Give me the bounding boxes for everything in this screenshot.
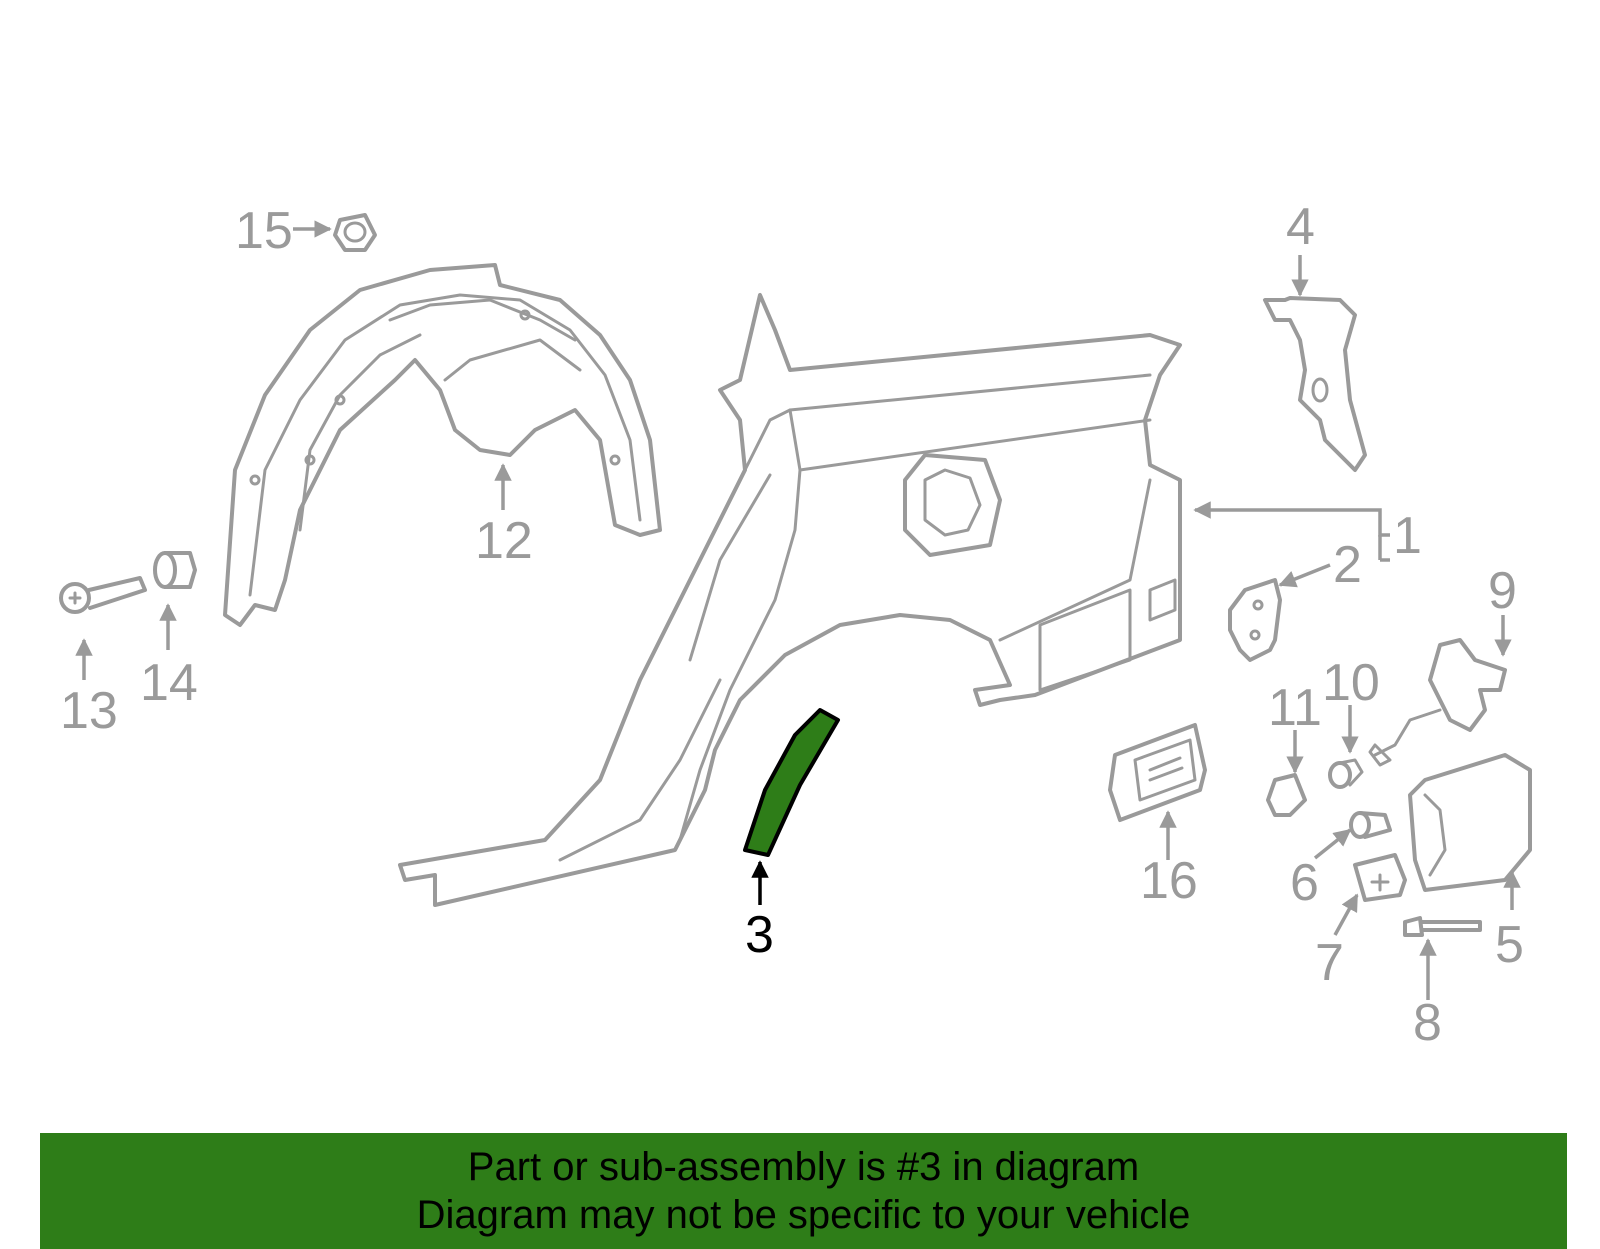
wheel-arch-moulding-part-3 [743, 708, 840, 857]
info-banner: Part or sub-assembly is #3 in diagram Di… [40, 1133, 1567, 1249]
bolt-13-part [59, 576, 147, 614]
callout-11: 11 [1268, 679, 1322, 737]
quarter-panel-part [398, 293, 1182, 907]
callout-14: 14 [140, 654, 198, 712]
callout-7: 7 [1315, 934, 1344, 992]
callout-2: 2 [1333, 536, 1362, 594]
callout-1: 1 [1393, 507, 1422, 565]
callout-5: 5 [1495, 916, 1524, 974]
wheelhouse-liner-part [223, 263, 662, 627]
clip-10-part [1328, 758, 1364, 789]
grommet-14-part [153, 551, 197, 589]
leader-lines [75, 220, 1521, 1000]
bumper-6-part [1349, 811, 1392, 839]
callout-3: 3 [745, 906, 774, 964]
banner-line-part-number: Part or sub-assembly is #3 in diagram [467, 1145, 1140, 1189]
callout-15: 15 [235, 202, 293, 260]
callout-4: 4 [1286, 198, 1315, 256]
hinge-11-part [1266, 773, 1307, 817]
callout-13: 13 [60, 682, 118, 740]
callout-12: 12 [475, 512, 533, 570]
callout-9: 9 [1488, 562, 1517, 620]
fuel-housing-16-part [1108, 723, 1207, 822]
screw-8-part [1403, 916, 1482, 937]
spring-7-part [1353, 853, 1407, 902]
callout-6: 6 [1290, 854, 1319, 912]
callout-labels: 15 4 12 1 2 9 13 14 11 10 16 6 7 5 8 3 [60, 198, 1524, 1052]
clip-15-part [333, 213, 377, 252]
banner-line-disclaimer: Diagram may not be specific to your vehi… [416, 1193, 1191, 1237]
bracket-4-part [1263, 296, 1367, 472]
callout-8: 8 [1413, 994, 1442, 1052]
fuel-door-5-part [1408, 753, 1532, 892]
bracket-2-part [1228, 578, 1282, 662]
lock-actuator-9-part [1368, 638, 1507, 767]
callout-10: 10 [1322, 654, 1380, 712]
callout-16: 16 [1140, 852, 1198, 910]
